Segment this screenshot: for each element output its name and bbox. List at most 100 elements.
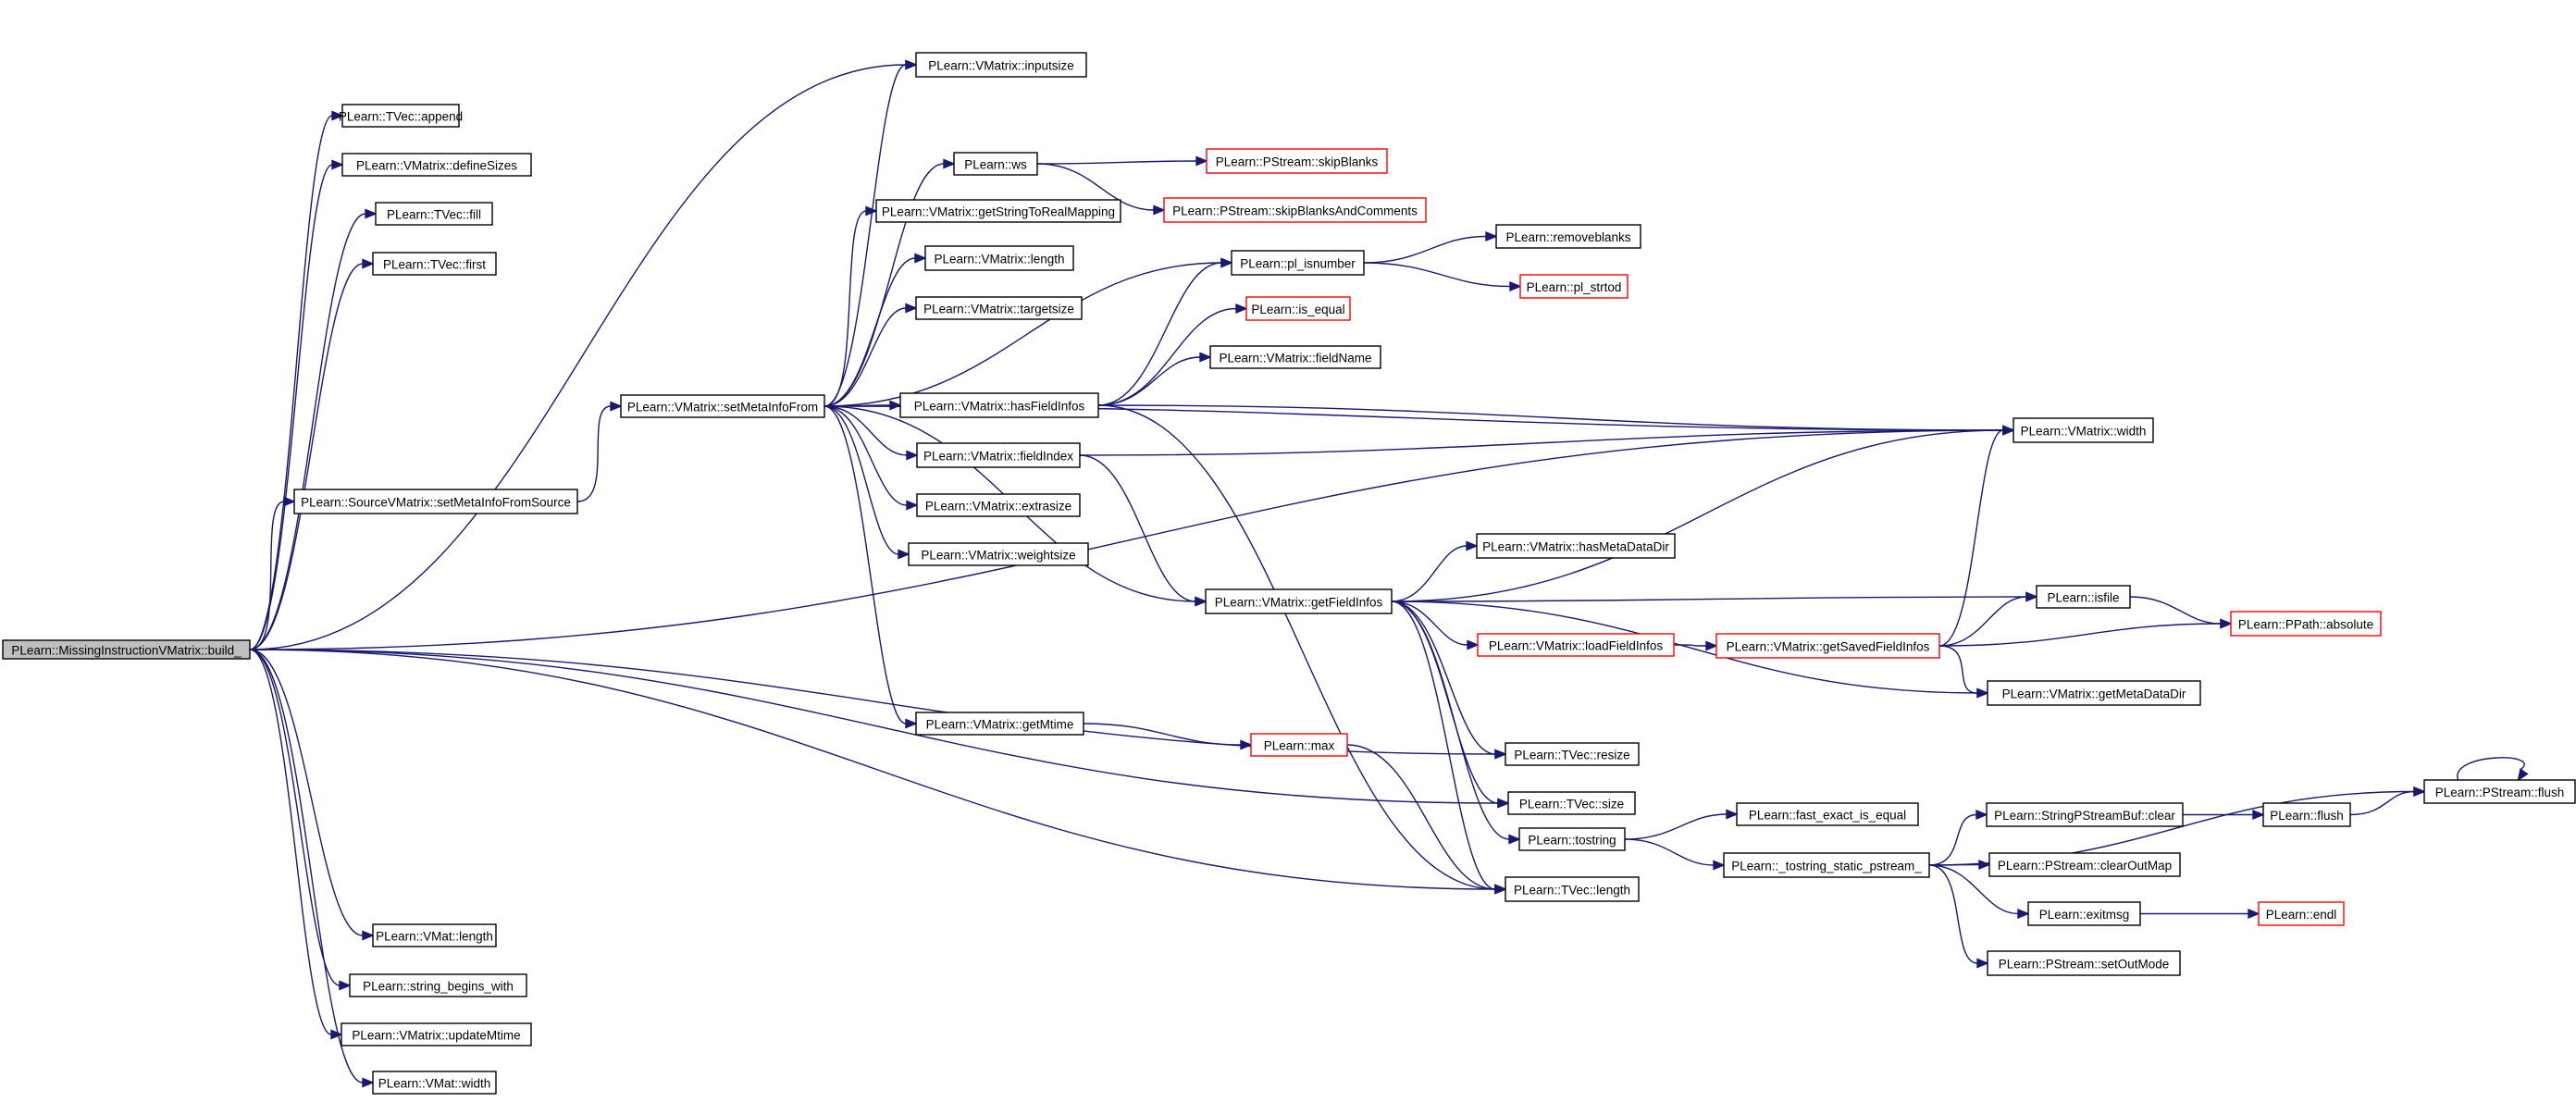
edge-line (1079, 429, 2004, 456)
edge-line (1097, 404, 1496, 890)
graph-node-is-equal[interactable]: PLearn::is_equal (1245, 296, 1351, 321)
node-box (1209, 345, 1381, 369)
graph-node-inputsize[interactable]: PLearn::VMatrix::inputsize (915, 52, 1087, 78)
graph-node-fast-exact[interactable]: PLearn::fast_exact_is_equal (1736, 802, 1919, 826)
node-box (620, 394, 825, 418)
node-box (1163, 197, 1427, 223)
edge-arrowhead (914, 253, 927, 264)
graph-node-exitmsg[interactable]: PLearn::exitmsg (2027, 901, 2141, 926)
edge-build-to-updatemtime (249, 649, 343, 1040)
edge-arrowhead (1494, 749, 1507, 760)
graph-node-tvec-fill[interactable]: PLearn::TVec::fill (375, 202, 493, 226)
graph-node-spsb-clear[interactable]: PLearn::StringPStreamBuf::clear (1986, 802, 2184, 827)
graph-node-removeblanks[interactable]: PLearn::removeblanks (1495, 224, 1641, 249)
graph-node-fieldname[interactable]: PLearn::VMatrix::fieldName (1209, 345, 1381, 369)
edge-arrowhead (362, 258, 375, 269)
edge-pl-isnumber-to-pl-strtod (1363, 262, 1522, 292)
graph-node-definesizes[interactable]: PLearn::VMatrix::defineSizes (341, 153, 532, 177)
edge-arrowhead (1220, 257, 1233, 268)
edge-arrowhead (283, 496, 296, 507)
graph-node-weightsize[interactable]: PLearn::VMatrix::weightsize (908, 542, 1089, 566)
graph-node-getmtime[interactable]: PLearn::VMatrix::getMtime (915, 712, 1084, 736)
graph-node-max[interactable]: PLearn::max (1250, 733, 1348, 757)
edge-line (249, 213, 366, 650)
node-label: PLearn::VMatrix::hasFieldInfos (914, 400, 1085, 414)
graph-node-tvec-append[interactable]: PLearn::TVec::append (339, 104, 463, 128)
graph-node-fieldindex[interactable]: PLearn::VMatrix::fieldIndex (916, 442, 1081, 468)
node-box (1505, 876, 1640, 902)
graph-node-tvec-size[interactable]: PLearn::TVec::size (1507, 791, 1636, 815)
edge-line (249, 649, 332, 1035)
graph-node-ppath-absolute[interactable]: PLearn::PPath::absolute (2230, 611, 2382, 637)
graph-node-vm-setmeta[interactable]: PLearn::VMatrix::setMetaInfoFrom (620, 394, 825, 418)
node-label: PLearn::VMat::length (376, 930, 493, 944)
edge-line (824, 405, 899, 555)
node-box (2036, 585, 2131, 609)
edge-arrowhead (906, 450, 919, 461)
node-box (1988, 852, 2181, 877)
edge-line (824, 405, 908, 456)
edge-arrowhead (1976, 687, 1989, 699)
graph-node-vm-length[interactable]: PLearn::VMatrix::length (924, 245, 1074, 271)
graph-node-tvec-first[interactable]: PLearn::TVec::first (372, 252, 497, 276)
graph-node-loadfieldinfos[interactable]: PLearn::VMatrix::loadFieldInfos (1477, 633, 1675, 657)
node-label: PLearn::VMatrix::getMtime (926, 718, 1074, 732)
graph-node-skipblanks[interactable]: PLearn::PStream::skipBlanks (1206, 148, 1388, 174)
graph-node-getfieldinfos[interactable]: PLearn::VMatrix::getFieldInfos (1205, 588, 1393, 614)
edge-line (824, 262, 1222, 407)
graph-node-getmetadatadir[interactable]: PLearn::VMatrix::getMetaDataDir (1987, 680, 2201, 706)
edge-build-to-inputsize (249, 59, 918, 650)
graph-node-vmat-length[interactable]: PLearn::VMat::length (372, 923, 497, 947)
graph-node-tostring-static[interactable]: PLearn::_tostring_static_pstream_ (1723, 852, 1930, 878)
graph-node-src-setmeta[interactable]: PLearn::SourceVMatrix::setMetaInfoFromSo… (293, 489, 578, 514)
graph-node-clearoutmap[interactable]: PLearn::PStream::clearOutMap (1988, 852, 2181, 877)
node-box (1715, 633, 1940, 659)
graph-node-targetsize[interactable]: PLearn::VMatrix::targetsize (915, 296, 1083, 320)
edge-line (1938, 596, 2027, 647)
edge-line (249, 164, 333, 650)
graph-node-setoutmode[interactable]: PLearn::PStream::setOutMode (1987, 950, 2181, 976)
graph-node-skipblankscomments[interactable]: PLearn::PStream::skipBlanksAndComments (1163, 197, 1427, 223)
graph-node-pstream-flush[interactable]: PLearn::PStream::flush (2423, 779, 2576, 804)
node-label: PLearn::VMatrix::getMetaDataDir (2002, 687, 2186, 701)
edge-arrowhead (1508, 834, 1521, 845)
node-label: PLearn::max (1264, 739, 1335, 753)
node-label: PLearn::endl (2266, 908, 2337, 922)
edge-arrowhead (905, 303, 918, 314)
graph-node-tvec-length[interactable]: PLearn::TVec::length (1505, 876, 1640, 902)
graph-node-string-begins[interactable]: PLearn::string_begins_with (349, 973, 527, 997)
node-box (1495, 224, 1641, 249)
node-box (1519, 274, 1629, 299)
edge-line (1938, 623, 2222, 647)
edge-vm-setmeta-to-extrasize (824, 405, 919, 511)
graph-node-pl-isnumber[interactable]: PLearn::pl_isnumber (1231, 250, 1365, 276)
graph-node-build[interactable]: PLearn::MissingInstructionVMatrix::build… (2, 639, 251, 660)
edge-arrowhead (2248, 908, 2260, 920)
node-label: PLearn::pl_isnumber (1240, 257, 1356, 271)
node-box (375, 202, 493, 226)
graph-node-endl[interactable]: PLearn::endl (2258, 901, 2345, 926)
node-box (1987, 680, 2201, 706)
node-label: PLearn::VMatrix::defineSizes (356, 159, 517, 173)
graph-node-getsavedfieldinfos[interactable]: PLearn::VMatrix::getSavedFieldInfos (1715, 633, 1940, 659)
graph-node-flush[interactable]: PLearn::flush (2262, 802, 2351, 827)
graph-node-updatemtime[interactable]: PLearn::VMatrix::updateMtime (341, 1022, 532, 1046)
graph-node-vm-width[interactable]: PLearn::VMatrix::width (2012, 417, 2154, 443)
graph-node-extrasize[interactable]: PLearn::VMatrix::extrasize (916, 493, 1081, 517)
edge-line (1391, 601, 1978, 694)
graph-node-hasfieldinfos[interactable]: PLearn::VMatrix::hasFieldInfos (899, 392, 1099, 418)
node-box (1206, 148, 1388, 174)
edge-arrowhead (906, 500, 919, 511)
graph-node-isfile[interactable]: PLearn::isfile (2036, 585, 2131, 609)
graph-node-vmat-width[interactable]: PLearn::VMat::width (372, 1071, 497, 1095)
edge-getfieldinfos-to-vm-width (1391, 425, 2015, 602)
edge-spsb-clear-to-flush (2183, 809, 2265, 821)
edge-arrowhead (898, 549, 910, 560)
graph-node-pl-strtod[interactable]: PLearn::pl_strtod (1519, 274, 1629, 299)
edge-vm-setmeta-to-vm-length (824, 253, 927, 407)
graph-node-ws[interactable]: PLearn::ws (953, 152, 1038, 176)
graph-node-tostring[interactable]: PLearn::tostring (1518, 827, 1626, 851)
graph-node-hasmetadatadir[interactable]: PLearn::VMatrix::hasMetaDataDir (1476, 533, 1676, 559)
graph-node-tvec-resize[interactable]: PLearn::TVec::resize (1505, 742, 1640, 766)
graph-node-getstrmap[interactable]: PLearn::VMatrix::getStringToRealMapping (875, 199, 1121, 223)
